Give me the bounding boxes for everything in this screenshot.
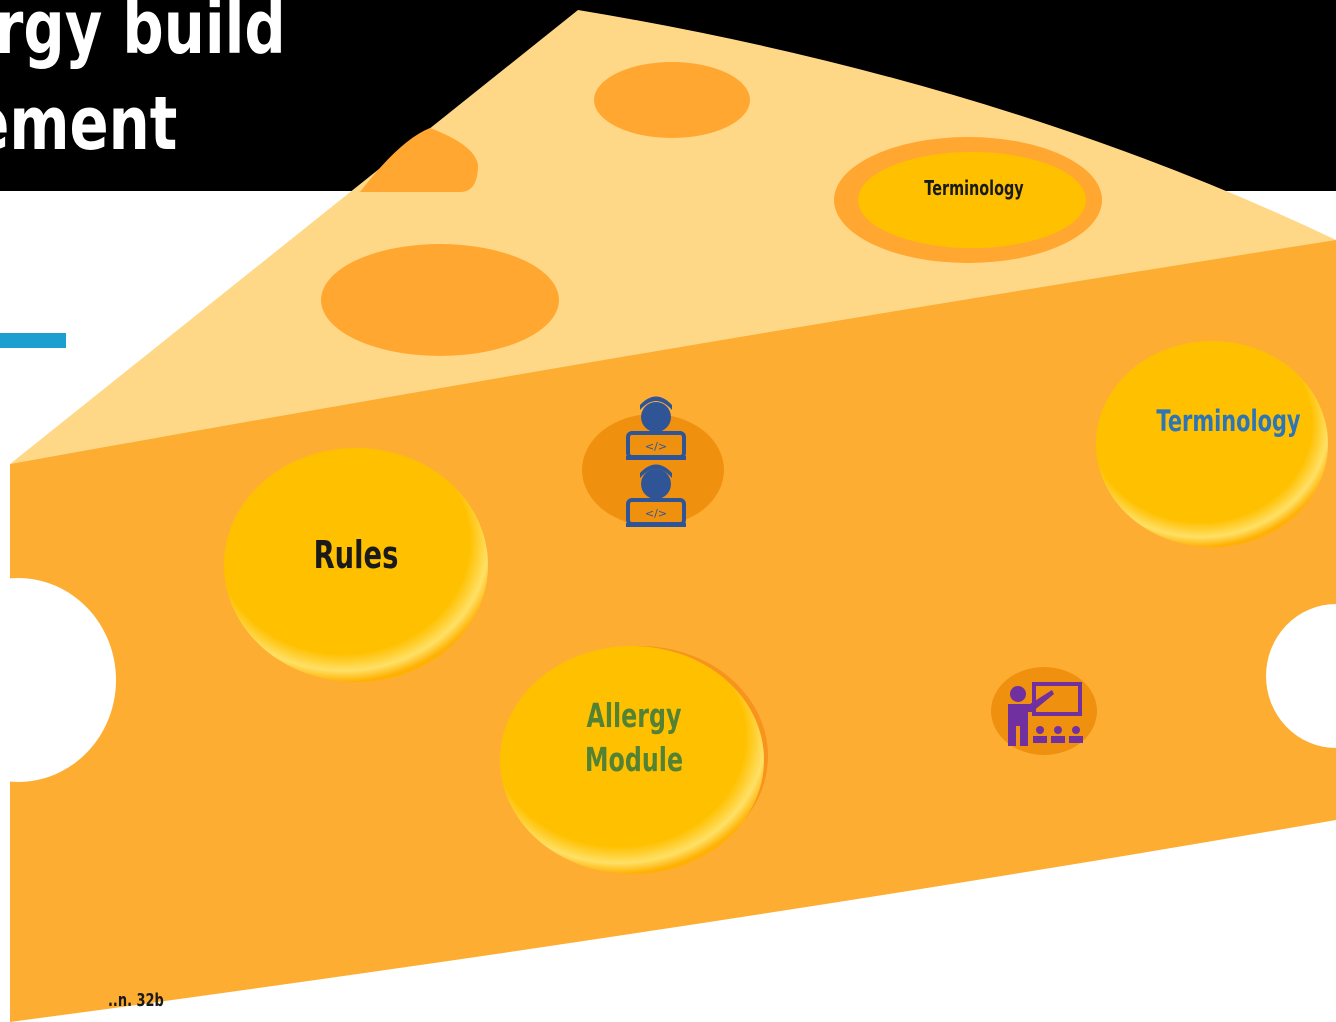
svg-text:</>: </>: [645, 507, 667, 520]
top-hole-1: [594, 62, 750, 138]
rules-label: Rules: [313, 533, 399, 577]
allergy-circle: [500, 646, 764, 874]
top-hole-2: [321, 244, 559, 356]
terminology-right-label: Terminology: [1156, 404, 1301, 438]
terminology-right-circle: [1096, 341, 1328, 547]
top-hole-cut: [360, 128, 478, 192]
teacher-presentation-icon: [1008, 682, 1083, 746]
side-notch-right: [1266, 604, 1336, 748]
developer-team-icon: </> </>: [626, 396, 686, 527]
accent-line: [0, 333, 66, 348]
footer-fragment: ..n. 32b: [108, 990, 164, 1011]
side-notch-left: [0, 578, 116, 782]
slide-title: lergy build cement: [0, 0, 286, 167]
svg-text:</>: </>: [645, 440, 667, 453]
cheese-top-face: [10, 10, 1336, 464]
terminology-top-label: Terminology: [924, 176, 1024, 200]
rules-circle: [224, 448, 488, 682]
cheese-front-face: [10, 240, 1336, 1022]
top-hole-terminology-inner: [858, 152, 1086, 248]
allergy-module-label: Allergy Module: [584, 696, 684, 779]
